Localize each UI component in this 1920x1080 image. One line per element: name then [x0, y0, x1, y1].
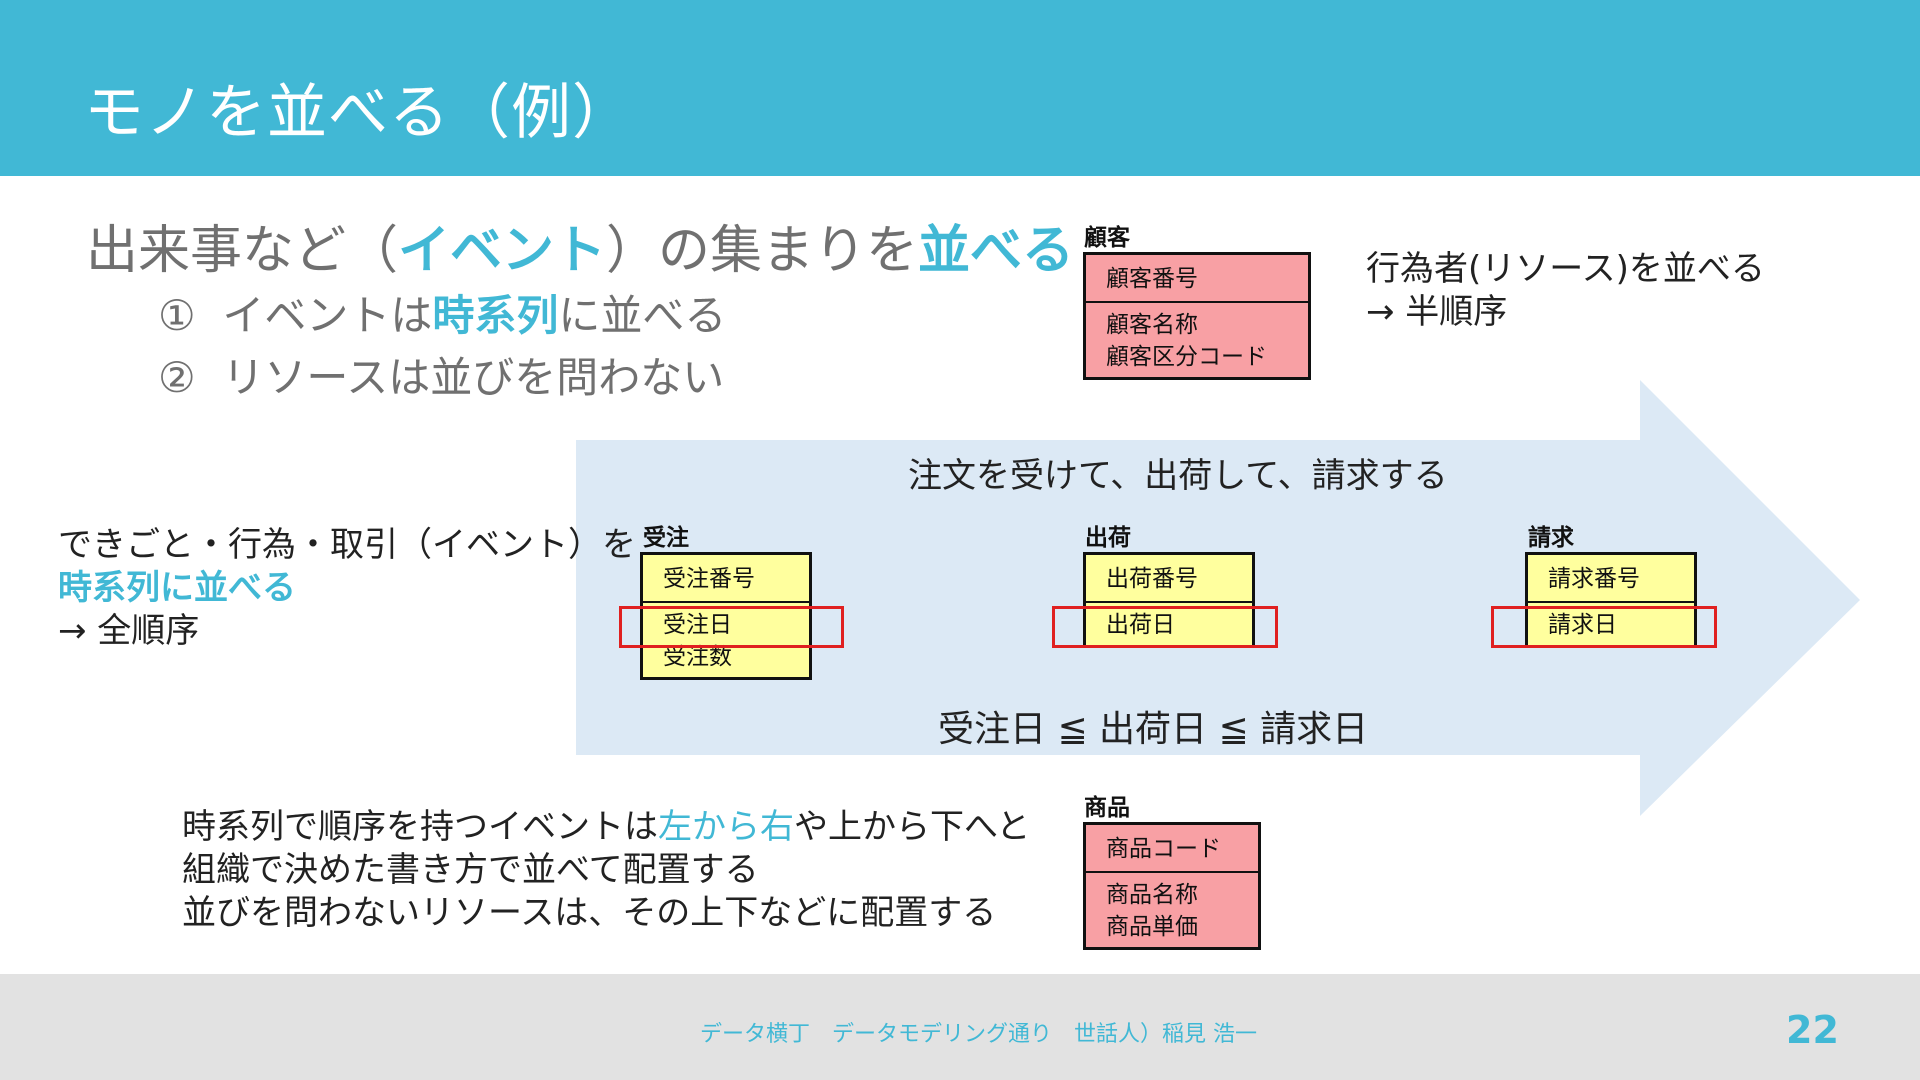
shipment-date-attr: 出荷日	[1106, 612, 1175, 638]
headline-part1: 出来事など（	[86, 221, 399, 281]
title-bar: モノを並べる（例）	[0, 0, 1920, 176]
order-key-section: 受注番号	[643, 555, 809, 603]
bullet-2-number: ②	[158, 353, 196, 402]
slide-title: モノを並べる（例）	[84, 78, 633, 148]
customer-key-section: 顧客番号	[1086, 255, 1308, 303]
bottom-note-line1-post: や上から下へと	[794, 807, 1031, 847]
bottom-note-line2: 組織で決めた書き方で並べて配置する	[182, 850, 759, 890]
product-key-attr: 商品コード	[1106, 836, 1221, 862]
resource-note-line1: 行為者(リソース)を並べる	[1366, 249, 1765, 289]
billing-key-section: 請求番号	[1528, 555, 1694, 603]
bottom-note-line3: 並びを問わないリソースは、その上下などに配置する	[182, 893, 997, 933]
product-entity: 商品コード 商品名称 商品単価	[1083, 822, 1261, 950]
product-key-section: 商品コード	[1086, 825, 1258, 873]
product-attr-section: 商品名称 商品単価	[1086, 873, 1258, 947]
page-number: 22	[1786, 1008, 1839, 1052]
customer-key-attr: 顧客番号	[1106, 266, 1198, 292]
headline: 出来事など（イベント）の集まりを並べる	[86, 208, 1074, 283]
order-formula: 受注日 ≦ 出荷日 ≦ 請求日	[938, 709, 1369, 750]
customer-attr: 顧客区分コード	[1106, 344, 1267, 370]
billing-date-highlight	[1491, 606, 1717, 648]
resource-note: 行為者(リソース)を並べる → 半順序	[1366, 248, 1765, 334]
billing-entity: 請求番号 請求日	[1525, 552, 1697, 648]
event-note-line3: → 全順序	[58, 611, 200, 651]
order-date-attr: 受注日	[663, 612, 732, 638]
bullet-1-post: に並べる	[558, 291, 727, 340]
bullet-1-number: ①	[158, 291, 196, 340]
shipment-attr-section: 出荷日	[1086, 603, 1252, 645]
product-attr: 商品単価	[1106, 914, 1198, 940]
bullet-1-emphasis: 時系列	[432, 291, 559, 340]
shipment-entity: 出荷番号 出荷日	[1083, 552, 1255, 648]
event-note-line1: できごと・行為・取引（イベント）を	[58, 525, 636, 565]
resource-note-line2: → 半順序	[1366, 292, 1508, 332]
bottom-note: 時系列で順序を持つイベントは左から右や上から下へと 組織で決めた書き方で並べて配…	[182, 806, 1030, 935]
event-note: できごと・行為・取引（イベント）を 時系列に並べる → 全順序	[58, 524, 636, 653]
product-entity-name: 商品	[1084, 795, 1130, 821]
order-date-highlight	[619, 606, 844, 648]
bullet-1-pre: イベントは	[222, 291, 433, 340]
shipment-entity-name: 出荷	[1085, 525, 1131, 551]
footer-bar	[0, 974, 1920, 1080]
order-key-attr: 受注番号	[663, 566, 755, 592]
product-attr: 商品名称	[1106, 882, 1198, 908]
shipment-date-highlight	[1052, 606, 1278, 648]
customer-attr-section: 顧客名称 顧客区分コード	[1086, 303, 1308, 377]
billing-key-attr: 請求番号	[1548, 566, 1640, 592]
event-note-line2: 時系列に並べる	[58, 568, 296, 608]
billing-date-attr: 請求日	[1548, 612, 1617, 638]
customer-entity-name: 顧客	[1084, 225, 1130, 251]
headline-arrange: 並べる	[918, 221, 1075, 281]
shipment-key-section: 出荷番号	[1086, 555, 1252, 603]
bullet-2-text: リソースは並びを問わない	[222, 353, 725, 402]
order-entity: 受注番号 受注日 受注数	[640, 552, 812, 680]
bullet-1: ① イベントは時系列に並べる	[158, 282, 726, 343]
bottom-note-line1-pre: 時系列で順序を持つイベントは	[182, 807, 658, 847]
headline-event: イベント	[398, 221, 607, 281]
order-entity-name: 受注	[643, 525, 689, 551]
billing-attr-section: 請求日	[1528, 603, 1694, 645]
customer-attr: 顧客名称	[1106, 312, 1198, 338]
order-quantity-attr: 受注数	[663, 644, 732, 670]
bullet-2: ② リソースは並びを問わない	[158, 344, 724, 405]
bottom-note-line1: 時系列で順序を持つイベントは左から右や上から下へと	[182, 806, 1030, 849]
customer-entity: 顧客番号 顧客名称 顧客区分コード	[1083, 252, 1311, 380]
order-attr-section: 受注日 受注数	[643, 603, 809, 677]
footer-credit: データ横丁 データモデリング通り 世話人）稲見 浩一	[700, 1022, 1257, 1047]
flow-caption: 注文を受けて、出荷して、請求する	[908, 456, 1448, 496]
bottom-note-line1-emphasis: 左から右	[658, 807, 794, 847]
shipment-key-attr: 出荷番号	[1106, 566, 1198, 592]
headline-part3: ）の集まりを	[606, 221, 919, 281]
billing-entity-name: 請求	[1528, 525, 1574, 551]
